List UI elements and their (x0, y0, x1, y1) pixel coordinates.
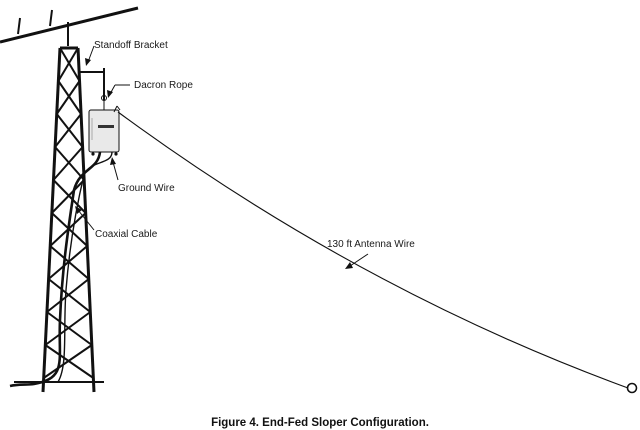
antenna-wire (117, 111, 629, 389)
antenna-wire-label: 130 ft Antenna Wire (327, 239, 415, 250)
standoff-bracket (78, 68, 105, 100)
standoff-bracket-label: Standoff Bracket (94, 40, 168, 51)
dacron-rope-label: Dacron Rope (134, 80, 193, 91)
truss-diagonal (47, 245, 88, 280)
truss-diagonal (44, 311, 91, 346)
truss-diagonal (52, 146, 84, 181)
truss-diagonal (55, 80, 81, 115)
ground-wire (57, 151, 113, 383)
figure-caption: Figure 4. End-Fed Sloper Configuration. (211, 417, 429, 429)
ground-wire-label: Ground Wire (118, 183, 175, 194)
truss-diagonal (57, 80, 82, 115)
truss-diagonal (59, 47, 81, 82)
truss-diagonal (57, 47, 79, 82)
truss-diagonal (55, 113, 84, 148)
truss-diagonal (46, 278, 90, 313)
mast-top-antenna (0, 6, 139, 46)
pointer-arrows (75, 45, 369, 269)
matching-unit-box (88, 105, 121, 156)
coaxial-cable-label: Coaxial Cable (95, 229, 158, 240)
coaxial-cable (9, 151, 102, 388)
truss-diagonal (52, 179, 87, 214)
truss-diagonal (43, 344, 93, 379)
truss-diagonal (49, 245, 90, 280)
truss-diagonal (54, 113, 82, 148)
antenna-end-insulator (626, 382, 638, 394)
truss-diagonal (54, 146, 85, 181)
truss-diagonal (51, 179, 85, 214)
